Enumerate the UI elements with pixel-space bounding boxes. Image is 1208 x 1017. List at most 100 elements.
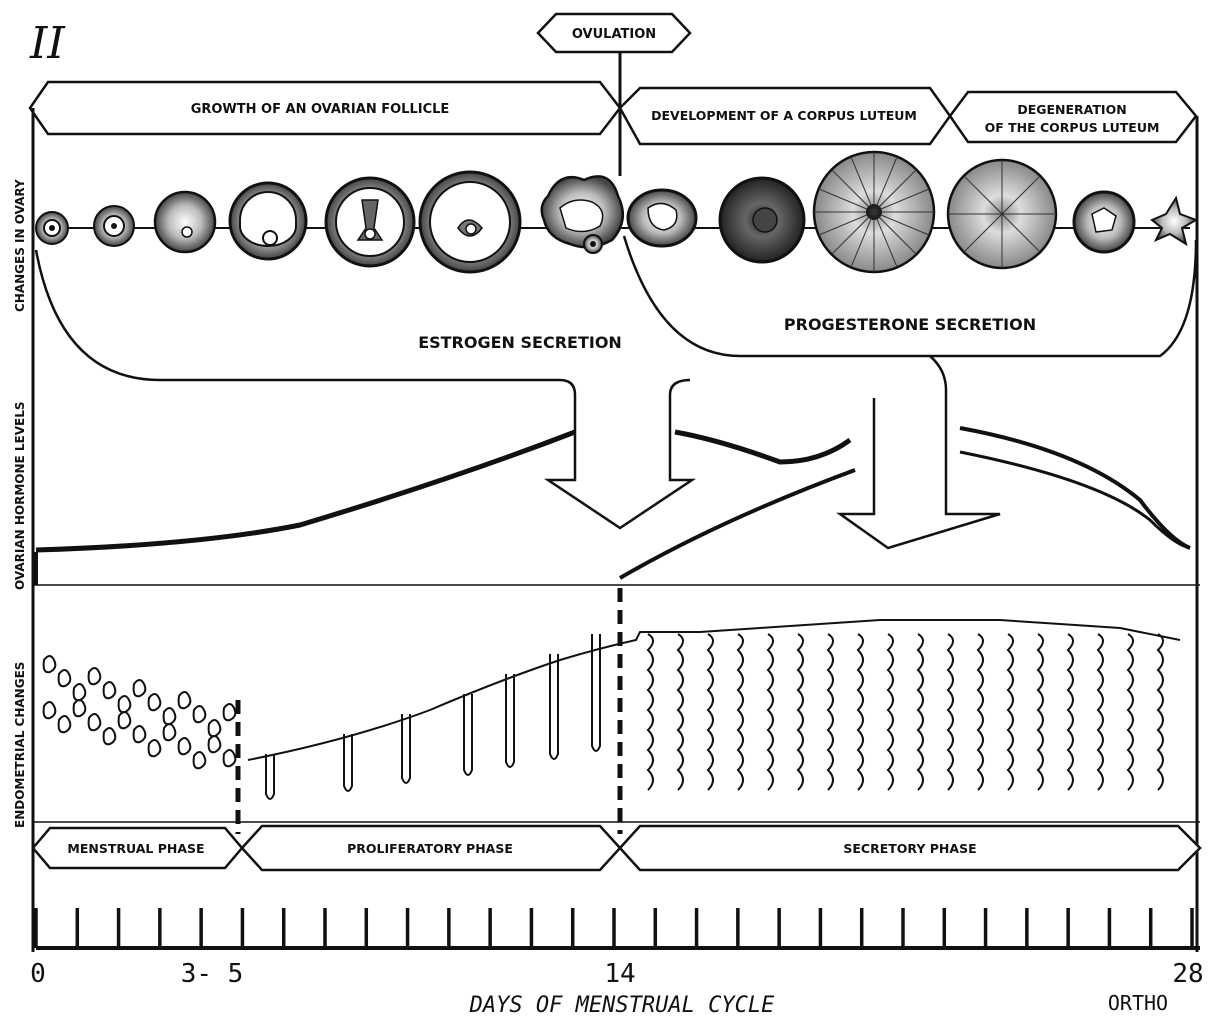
secretory-gland [1066,633,1074,791]
shedding-fragment [87,667,102,686]
degenerating-corpus-luteum [1072,190,1136,254]
proliferative-gland [591,634,601,752]
day-label-ovulation: 14 [604,959,635,989]
early-corpus-luteum [626,188,698,248]
secretory-gland [1036,633,1044,791]
secondary-follicle [153,190,217,254]
secretory-gland [1156,633,1164,791]
proliferatory-phase-label: PROLIFERATORY PHASE [347,841,513,856]
shedding-fragment [162,707,177,726]
shedding-fragment [222,749,237,768]
secretory-gland [976,633,984,791]
shedding-fragment [117,695,132,714]
shedding-fragment [72,683,87,702]
secretory-gland [676,633,684,791]
hormone-decline-curve-upper [959,426,1191,550]
progesterone-secretion-shape [622,235,1198,550]
secretory-gland [916,633,924,791]
shedding-fragment [42,701,57,720]
secretory-gland [736,633,744,791]
shedding-fragment [117,711,132,730]
shedding-fragment [132,679,147,698]
day-label-end: 28 [1172,959,1203,989]
endometrium-surface [247,619,1181,761]
ovary-stages [35,150,1199,274]
ovulation-banner: OVULATION [536,12,692,176]
proliferative-gland [505,674,515,768]
shedding-fragment [57,715,72,734]
antral-follicle-early [228,181,308,261]
endometrial-glands [42,633,1164,800]
proliferative-gland [401,714,411,784]
banner-secretory-phase [618,824,1202,872]
shedding-fragment [177,737,192,756]
estrogen-secretion-label: ESTROGEN SECRETION [418,333,622,352]
row-label-hormone: OVARIAN HORMONE LEVELS [13,401,27,590]
hormone-decline-curve-lower [959,450,1191,550]
shedding-fragment [72,699,87,718]
day-label-menses-end: 3- 5 [181,959,244,989]
primordial-follicle [35,211,69,245]
shedding-fragment [207,719,222,738]
secretory-gland [946,633,954,791]
day-label-start: 0 [30,959,46,989]
secretory-gland [706,633,714,791]
secretory-phase-label: SECRETORY PHASE [843,841,976,856]
endometrium-illustration [235,588,1181,834]
estrogen-secretion-shape [34,249,697,530]
secretory-gland [856,633,864,791]
shedding-fragment [177,691,192,710]
proliferative-gland [343,734,353,792]
secretory-gland [646,633,654,791]
banner-degeneration-line1: DEGENERATION [1017,102,1126,117]
proliferative-gland [265,754,275,800]
secretory-gland [1096,633,1104,791]
secretory-gland [886,633,894,791]
shedding-fragment [147,693,162,712]
shedding-fragment [42,655,57,674]
row-label-ovary: CHANGES IN OVARY [13,179,27,312]
shedding-fragment [147,739,162,758]
shedding-fragment [192,751,207,770]
estrogen-level-curve [35,429,576,553]
regressing-corpus-luteum [946,158,1058,270]
shedding-fragment [87,713,102,732]
banner-degeneration-line2: OF THE CORPUS LUTEUM [985,120,1160,135]
menstrual-phase-label: MENSTRUAL PHASE [67,841,204,856]
ovary-phase-banners: GROWTH OF AN OVARIAN FOLLICLE DEVELOPMEN… [28,80,1198,146]
panel-numeral: II [29,18,66,69]
uterine-phase-banners: MENSTRUAL PHASE PROLIFERATORY PHASE SECR… [31,824,1202,872]
banner-corpus-luteum-development-label: DEVELOPMENT OF A CORPUS LUTEUM [651,108,917,123]
shedding-fragment [102,681,117,700]
corpus-albicans [1150,195,1199,247]
shedding-fragment [222,703,237,722]
proliferative-gland [549,654,559,760]
primary-follicle [93,205,135,247]
developing-corpus-luteum [718,176,806,264]
ruptured-follicle [540,175,625,254]
hormone-curves [34,426,1191,585]
shedding-fragment [57,669,72,688]
secretory-gland [1006,633,1014,791]
shedding-fragment [132,725,147,744]
proliferative-gland [463,694,473,776]
signature: ORTHO [1108,991,1168,1015]
antral-follicle-mid [324,176,416,268]
progesterone-level-curve [618,468,856,580]
secretory-gland [826,633,834,791]
estrogen-level-curve-luteal [674,429,852,465]
frame [31,108,1200,952]
ovulation-label: OVULATION [572,27,656,42]
progesterone-secretion-label: PROGESTERONE SECRETION [784,315,1036,334]
secretory-gland [1126,633,1134,791]
secretory-gland [766,633,774,791]
mature-corpus-luteum [812,150,936,274]
day-ticks [34,908,1194,948]
shedding-fragment [162,723,177,742]
shedding-fragment [207,735,222,754]
mature-follicle [418,170,522,274]
day-axis [34,908,1200,950]
row-label-endometrium: ENDOMETRIAL CHANGES [13,662,27,828]
shedding-fragment [192,705,207,724]
axis-title: DAYS OF MENSTRUAL CYCLE [469,993,775,1017]
